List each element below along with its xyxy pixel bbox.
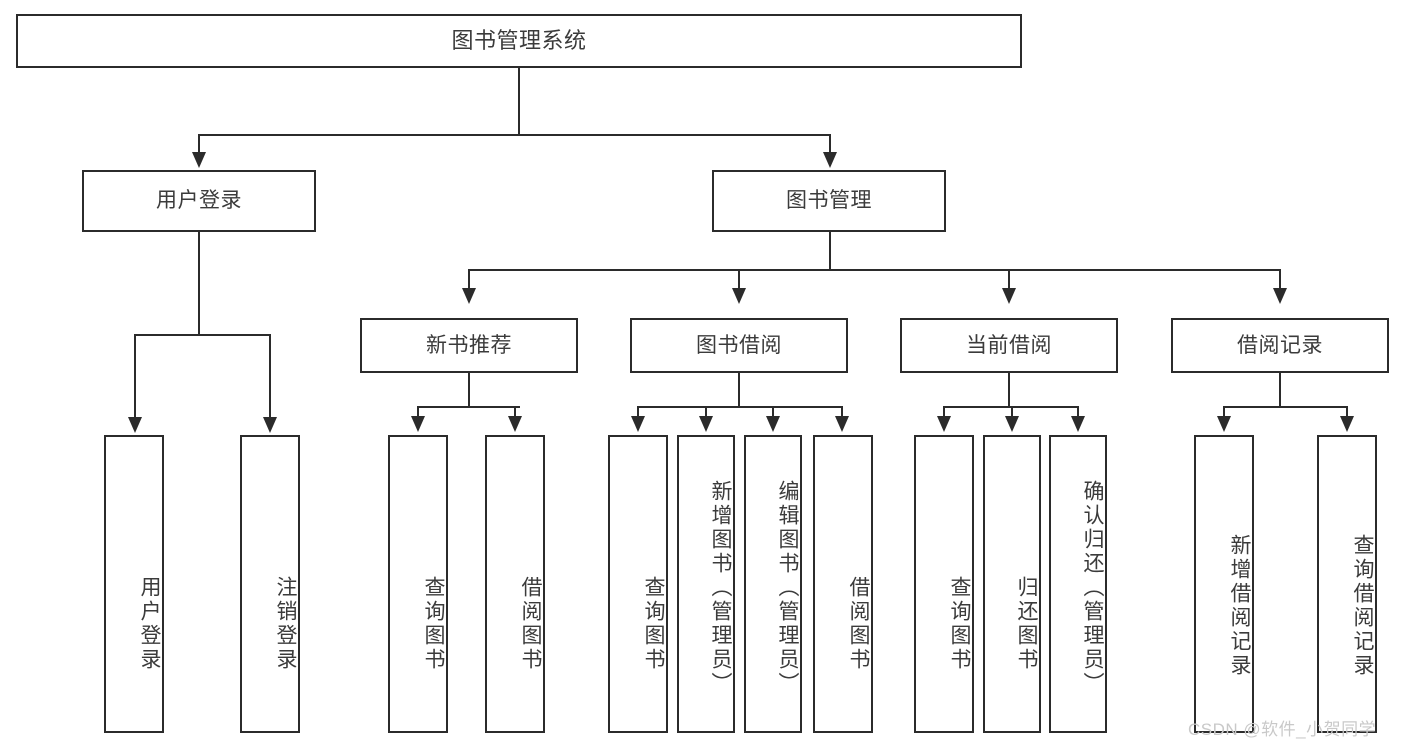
- edge-root-stem: [518, 68, 520, 135]
- arrow-to-leaf-query-book-a: [411, 416, 425, 432]
- arrow-to-leaf-borrow-book-b: [835, 416, 849, 432]
- arrow-to-leaf-logout: [263, 417, 277, 433]
- node-leaf-borrow-book-b[interactable]: 借阅图书: [813, 435, 873, 733]
- edge-to-leaf-query-book-c: [943, 406, 945, 418]
- edge-borrow-record-bus: [1223, 406, 1348, 408]
- node-book-manage[interactable]: 图书管理: [712, 170, 946, 232]
- edge-to-leaf-edit-book: [772, 406, 774, 418]
- edge-new-book-rec-bus: [417, 406, 520, 408]
- node-leaf-logout-label: 注销登录: [274, 576, 297, 672]
- arrow-to-borrow-record: [1273, 288, 1287, 304]
- edge-book-borrow-stem: [738, 373, 740, 408]
- node-user-login[interactable]: 用户登录: [82, 170, 316, 232]
- edge-to-leaf-borrow-book-b: [841, 406, 843, 418]
- node-leaf-query-book-a[interactable]: 查询图书: [388, 435, 448, 733]
- edge-current-borrow-bus: [943, 406, 1077, 408]
- edge-to-leaf-query-book-b: [637, 406, 639, 418]
- node-leaf-add-record-label: 新增借阅记录: [1228, 534, 1251, 678]
- node-root[interactable]: 图书管理系统: [16, 14, 1022, 68]
- node-borrow-record-label: 借阅记录: [1237, 333, 1323, 357]
- edge-to-leaf-add-record: [1223, 406, 1225, 418]
- node-leaf-query-book-b[interactable]: 查询图书: [608, 435, 668, 733]
- edge-user-login-stem: [198, 232, 200, 336]
- node-new-book-rec-label: 新书推荐: [426, 333, 512, 357]
- edge-level2-bus: [198, 134, 830, 136]
- edge-to-leaf-user-login: [134, 334, 136, 420]
- arrow-to-leaf-edit-book: [766, 416, 780, 432]
- node-leaf-query-book-c[interactable]: 查询图书: [914, 435, 974, 733]
- node-user-login-label: 用户登录: [156, 189, 242, 213]
- edge-current-borrow-stem: [1008, 373, 1010, 408]
- node-leaf-borrow-book-a-label: 借阅图书: [519, 576, 542, 672]
- node-leaf-confirm-return[interactable]: 确认归还（管理员）: [1049, 435, 1107, 733]
- edge-to-leaf-return-book: [1011, 406, 1013, 418]
- arrow-to-book-borrow: [732, 288, 746, 304]
- node-leaf-user-login[interactable]: 用户登录: [104, 435, 164, 733]
- arrow-to-leaf-user-login: [128, 417, 142, 433]
- arrow-to-leaf-query-book-b: [631, 416, 645, 432]
- arrow-to-leaf-confirm-return: [1071, 416, 1085, 432]
- edge-to-book-manage: [829, 134, 831, 156]
- node-leaf-borrow-book-a[interactable]: 借阅图书: [485, 435, 545, 733]
- edge-to-new-book-rec: [468, 269, 470, 291]
- node-book-borrow[interactable]: 图书借阅: [630, 318, 848, 373]
- arrow-to-leaf-return-book: [1005, 416, 1019, 432]
- csdn-watermark: CSDN @软件_小贺同学: [1188, 720, 1377, 739]
- node-leaf-confirm-return-label: 确认归还（管理员）: [1081, 480, 1104, 696]
- arrow-to-user-login: [192, 152, 206, 168]
- node-leaf-edit-book[interactable]: 编辑图书（管理员）: [744, 435, 802, 733]
- edge-to-leaf-borrow-book-a: [514, 406, 516, 418]
- edge-to-leaf-add-book: [705, 406, 707, 418]
- edge-to-leaf-query-record: [1346, 406, 1348, 418]
- node-leaf-add-record[interactable]: 新增借阅记录: [1194, 435, 1254, 733]
- node-leaf-query-book-c-label: 查询图书: [948, 576, 971, 672]
- node-book-borrow-label: 图书借阅: [696, 333, 782, 357]
- arrow-to-leaf-add-book: [699, 416, 713, 432]
- edge-new-book-rec-stem: [468, 373, 470, 408]
- node-leaf-query-book-a-label: 查询图书: [422, 576, 445, 672]
- edge-to-borrow-record: [1279, 269, 1281, 291]
- arrow-to-leaf-borrow-book-a: [508, 416, 522, 432]
- node-leaf-add-book[interactable]: 新增图书（管理员）: [677, 435, 735, 733]
- node-leaf-logout[interactable]: 注销登录: [240, 435, 300, 733]
- node-leaf-borrow-book-b-label: 借阅图书: [847, 576, 870, 672]
- edge-to-user-login: [198, 134, 200, 156]
- arrow-to-leaf-add-record: [1217, 416, 1231, 432]
- edge-to-current-borrow: [1008, 269, 1010, 291]
- edge-book-manage-stem: [829, 232, 831, 271]
- node-current-borrow-label: 当前借阅: [966, 333, 1052, 357]
- edge-to-leaf-confirm-return: [1077, 406, 1079, 418]
- node-leaf-user-login-label: 用户登录: [138, 576, 161, 672]
- edge-to-leaf-query-book-a: [417, 406, 419, 418]
- node-root-label: 图书管理系统: [451, 27, 587, 53]
- arrow-to-current-borrow: [1002, 288, 1016, 304]
- arrow-to-new-book-rec: [462, 288, 476, 304]
- node-book-manage-label: 图书管理: [786, 189, 872, 213]
- node-current-borrow[interactable]: 当前借阅: [900, 318, 1118, 373]
- arrow-to-leaf-query-book-c: [937, 416, 951, 432]
- node-new-book-rec[interactable]: 新书推荐: [360, 318, 578, 373]
- edge-level3-bus: [468, 269, 1281, 271]
- node-leaf-return-book-label: 归还图书: [1015, 576, 1038, 672]
- node-leaf-return-book[interactable]: 归还图书: [983, 435, 1041, 733]
- node-borrow-record[interactable]: 借阅记录: [1171, 318, 1389, 373]
- edge-borrow-record-stem: [1279, 373, 1281, 408]
- node-leaf-query-record[interactable]: 查询借阅记录: [1317, 435, 1377, 733]
- edge-to-leaf-logout: [269, 334, 271, 420]
- arrow-to-book-manage: [823, 152, 837, 168]
- node-leaf-edit-book-label: 编辑图书（管理员）: [776, 480, 799, 696]
- edge-to-book-borrow: [738, 269, 740, 291]
- node-leaf-query-book-b-label: 查询图书: [642, 576, 665, 672]
- arrow-to-leaf-query-record: [1340, 416, 1354, 432]
- node-leaf-query-record-label: 查询借阅记录: [1351, 534, 1374, 678]
- edge-user-login-bus: [134, 334, 271, 336]
- node-leaf-add-book-label: 新增图书（管理员）: [709, 480, 732, 696]
- edge-book-borrow-bus: [637, 406, 843, 408]
